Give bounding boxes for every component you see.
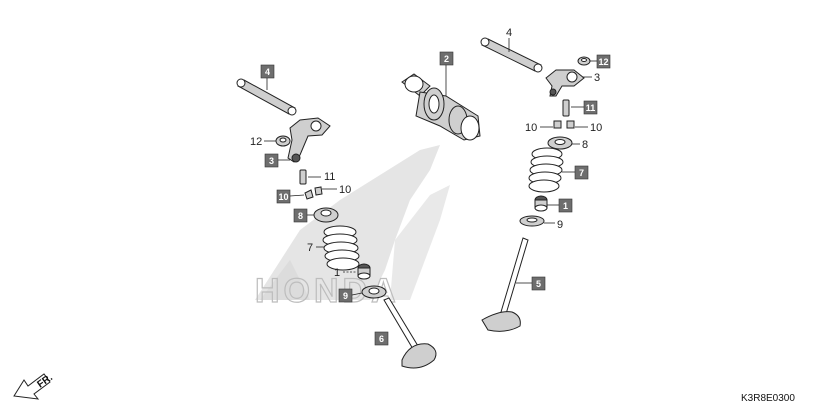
right-rocker-pin bbox=[480, 37, 543, 73]
left-spring-seat bbox=[361, 285, 387, 299]
callout-right-adjuster: 11 bbox=[586, 103, 596, 113]
callout-left-nut: 12 bbox=[250, 136, 262, 148]
callout-left-spring: 7 bbox=[307, 242, 313, 254]
callout-right-retainer: 8 bbox=[582, 139, 588, 151]
callout-box-left-rocker-arm bbox=[264, 153, 279, 168]
callout-left-rocker-arm: 3 bbox=[269, 156, 274, 166]
callout-left-pin: 4 bbox=[265, 67, 270, 77]
right-cotters bbox=[553, 120, 575, 129]
callout-right-valve: 5 bbox=[536, 279, 541, 289]
right-stem-seal bbox=[534, 195, 548, 212]
callout-camshaft: 2 bbox=[444, 54, 449, 64]
left-rocker-arm bbox=[287, 117, 331, 163]
callout-box-right-nut bbox=[596, 54, 611, 69]
honda-wing-watermark bbox=[255, 145, 450, 300]
left-cotters bbox=[304, 186, 323, 200]
right-rocker-arm bbox=[545, 69, 585, 97]
callout-box-left-cotter bbox=[276, 189, 291, 204]
callout-right-pin: 4 bbox=[506, 27, 512, 39]
callout-right-seal: 1 bbox=[563, 201, 568, 211]
callout-right-spring: 7 bbox=[579, 168, 584, 178]
diagram-code: K3R8E0300 bbox=[741, 393, 795, 404]
right-spring-seat bbox=[519, 215, 545, 227]
callout-left-seal: 1 bbox=[334, 267, 340, 279]
left-nut bbox=[275, 135, 291, 147]
callout-box-left-retainer bbox=[293, 208, 308, 223]
left-valve bbox=[383, 297, 437, 369]
left-retainer bbox=[313, 207, 339, 223]
left-rocker-pin bbox=[236, 78, 297, 116]
callout-right-nut: 12 bbox=[598, 57, 608, 67]
right-valve bbox=[481, 237, 529, 332]
callout-box-right-valve bbox=[531, 276, 546, 291]
left-stem-seal bbox=[357, 263, 371, 280]
callout-right-cotter-b: 10 bbox=[590, 122, 602, 134]
front-direction-arrow bbox=[13, 373, 51, 400]
callout-left-adjuster: 11 bbox=[324, 171, 335, 183]
callout-box-right-adjuster bbox=[583, 100, 598, 115]
callout-left-cotter: 10 bbox=[278, 192, 288, 202]
callout-box-camshaft bbox=[439, 51, 454, 66]
callout-box-left-valve bbox=[374, 331, 389, 346]
camshaft bbox=[401, 73, 481, 141]
right-nut bbox=[577, 56, 591, 66]
callout-box-left-pin bbox=[260, 64, 275, 79]
right-adjuster bbox=[562, 99, 570, 117]
callout-right-rocker-arm: 3 bbox=[594, 72, 600, 84]
left-adjuster bbox=[299, 169, 307, 185]
right-valve-spring bbox=[528, 147, 564, 193]
leader-left-cotter-a bbox=[289, 194, 305, 197]
leader-left-seat bbox=[351, 292, 363, 296]
callout-left-retainer: 8 bbox=[298, 211, 303, 221]
callout-box-right-spring bbox=[574, 165, 589, 180]
callout-left-valve: 6 bbox=[379, 334, 384, 344]
callout-right-cotter-a: 10 bbox=[525, 122, 537, 134]
callout-box-right-seal bbox=[558, 198, 573, 213]
callout-left-seat: 9 bbox=[343, 291, 348, 301]
callout-right-seat: 9 bbox=[557, 219, 563, 231]
callout-box-left-seat bbox=[338, 288, 353, 303]
callout-left-cotter-b: 10 bbox=[339, 184, 351, 196]
right-retainer bbox=[547, 136, 573, 150]
left-valve-spring bbox=[322, 225, 360, 271]
